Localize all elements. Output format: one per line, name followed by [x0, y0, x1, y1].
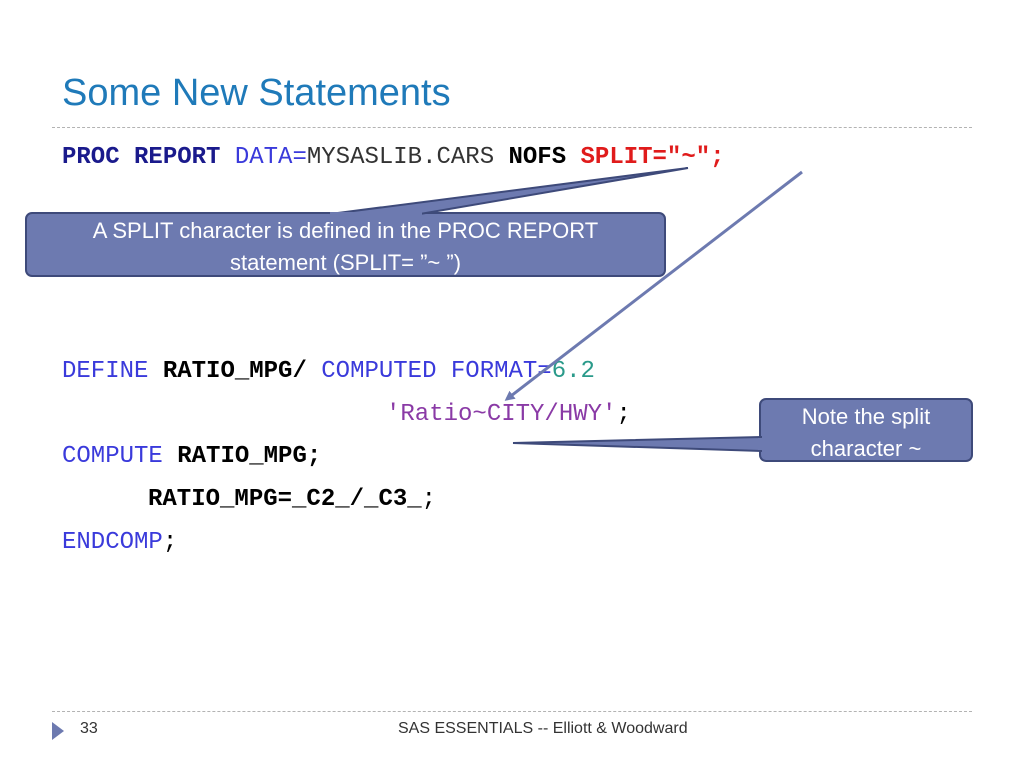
define-line: DEFINE RATIO_MPG/ COMPUTED FORMAT=6.2	[62, 358, 595, 386]
assignment-line: RATIO_MPG=_C2_/_C3_;	[148, 486, 436, 514]
computed-keyword: COMPUTED	[321, 358, 437, 385]
label-semicolon: ;	[616, 401, 631, 428]
format-option: FORMAT=	[450, 358, 552, 385]
split-note-callout: Note the split character ~	[759, 398, 973, 462]
callout-pointer-split	[329, 167, 689, 215]
dataset-name: MYSASLIB.CARS	[306, 144, 495, 171]
label-line: 'Ratio~CITY/HWY';	[386, 401, 631, 429]
nofs-option: NOFS	[508, 144, 567, 171]
compute-keyword: COMPUTE	[62, 443, 163, 470]
data-option: DATA=	[234, 144, 307, 171]
footer-divider	[52, 711, 972, 712]
assignment-semicolon: ;	[421, 486, 437, 513]
slide-title: Some New Statements	[62, 72, 451, 114]
note-text-line-2: character ~	[810, 436, 922, 461]
endcomp-line: ENDCOMP;	[62, 529, 177, 557]
define-keyword: DEFINE	[62, 358, 149, 385]
endcomp-semicolon: ;	[162, 529, 178, 556]
page-number: 33	[80, 720, 98, 737]
assignment-expression: RATIO_MPG=_C2_/_C3_	[148, 486, 422, 513]
proc-report-line: PROC REPORT DATA=MYSASLIB.CARS NOFS SPLI…	[62, 144, 725, 172]
split-definition-callout: A SPLIT character is defined in the PROC…	[25, 212, 666, 277]
report-keyword: REPORT	[134, 144, 221, 171]
endcomp-keyword: ENDCOMP	[62, 529, 163, 556]
compute-variable: RATIO_MPG;	[177, 443, 322, 470]
split-option: SPLIT="~";	[580, 144, 725, 171]
compute-line: COMPUTE RATIO_MPG;	[62, 443, 321, 471]
format-value: 6.2	[551, 358, 595, 385]
callout-text-line-1: A SPLIT character is defined in the PROC…	[92, 218, 599, 243]
callout-pointer-note	[512, 435, 762, 453]
define-variable: RATIO_MPG/	[162, 358, 307, 385]
callout-text-line-2: statement (SPLIT= ”~ ”)	[229, 250, 462, 275]
proc-keyword: PROC	[62, 144, 120, 171]
title-divider	[52, 127, 972, 128]
footer-text: SAS ESSENTIALS -- Elliott & Woodward	[398, 720, 688, 737]
footer-triangle-icon	[52, 722, 64, 740]
column-label: 'Ratio~CITY/HWY'	[386, 401, 617, 428]
note-text-line-1: Note the split	[801, 404, 931, 429]
